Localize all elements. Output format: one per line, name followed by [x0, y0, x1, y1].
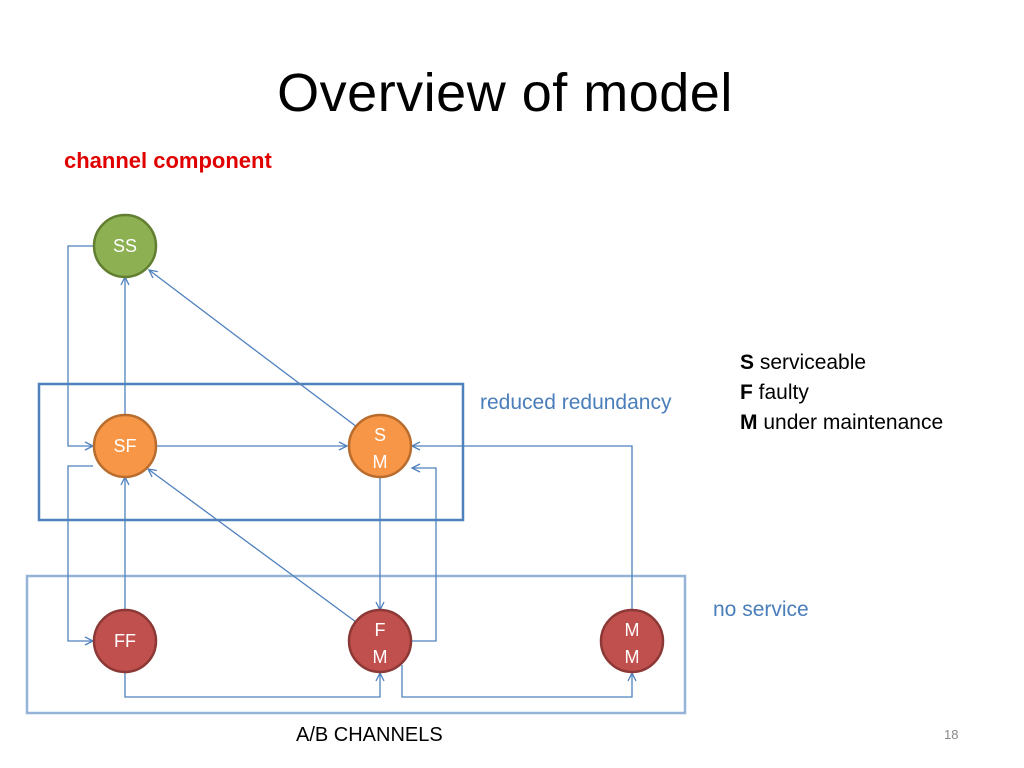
node-sm-label-2: M: [373, 452, 388, 472]
legend-item-s: S serviceable: [740, 351, 867, 374]
reduced-redundancy-box: [37, 382, 465, 522]
node-sm-circle: [347, 413, 413, 479]
page-number: 18: [944, 727, 959, 742]
node-ff: FF: [92, 608, 158, 674]
node-fm-label-2: M: [373, 647, 388, 667]
legend-item-m: M under maintenance: [740, 411, 944, 434]
node-fm: FM: [347, 608, 413, 674]
node-sm: SM: [347, 413, 413, 479]
node-mm: MM: [599, 608, 665, 674]
edge-ff-to-fm: [124, 671, 385, 698]
slide-title: Overview of model: [277, 63, 733, 123]
edge-fm-to-mm: [401, 665, 637, 698]
node-mm-label-1: M: [625, 620, 640, 640]
legend-item-f: F faulty: [740, 381, 809, 404]
node-ss-label-1: SS: [113, 236, 137, 256]
legend: S serviceable F faulty M under maintenan…: [740, 348, 943, 438]
node-fm-label-1: F: [375, 620, 386, 640]
no-service-box: [25, 574, 687, 715]
node-sf-circle: [92, 413, 158, 479]
edge-mm-to-sm: [410, 441, 633, 610]
node-ff-circle: [92, 608, 158, 674]
edge-sm-to-ss: [147, 269, 358, 428]
node-sf: SF: [92, 413, 158, 479]
edge-ss-to-sf: [67, 245, 95, 451]
node-ss: SS: [92, 213, 158, 279]
footer-label: A/B CHANNELS: [296, 724, 443, 746]
node-sm-label-1: S: [374, 425, 386, 445]
subtitle: channel component: [64, 148, 272, 173]
node-ff-label-1: FF: [114, 631, 136, 651]
no-service-label: no service: [713, 598, 809, 621]
node-mm-label-2: M: [625, 647, 640, 667]
node-sf-label-1: SF: [113, 436, 136, 456]
edge-fm-to-sf: [146, 468, 357, 623]
edge-sf-to-ff: [67, 465, 95, 646]
node-ss-circle: [92, 213, 158, 279]
reduced-redundancy-label: reduced redundancy: [480, 391, 672, 414]
node-mm-circle: [599, 608, 665, 674]
node-fm-circle: [347, 608, 413, 674]
edge-fm-to-sm: [410, 463, 437, 642]
